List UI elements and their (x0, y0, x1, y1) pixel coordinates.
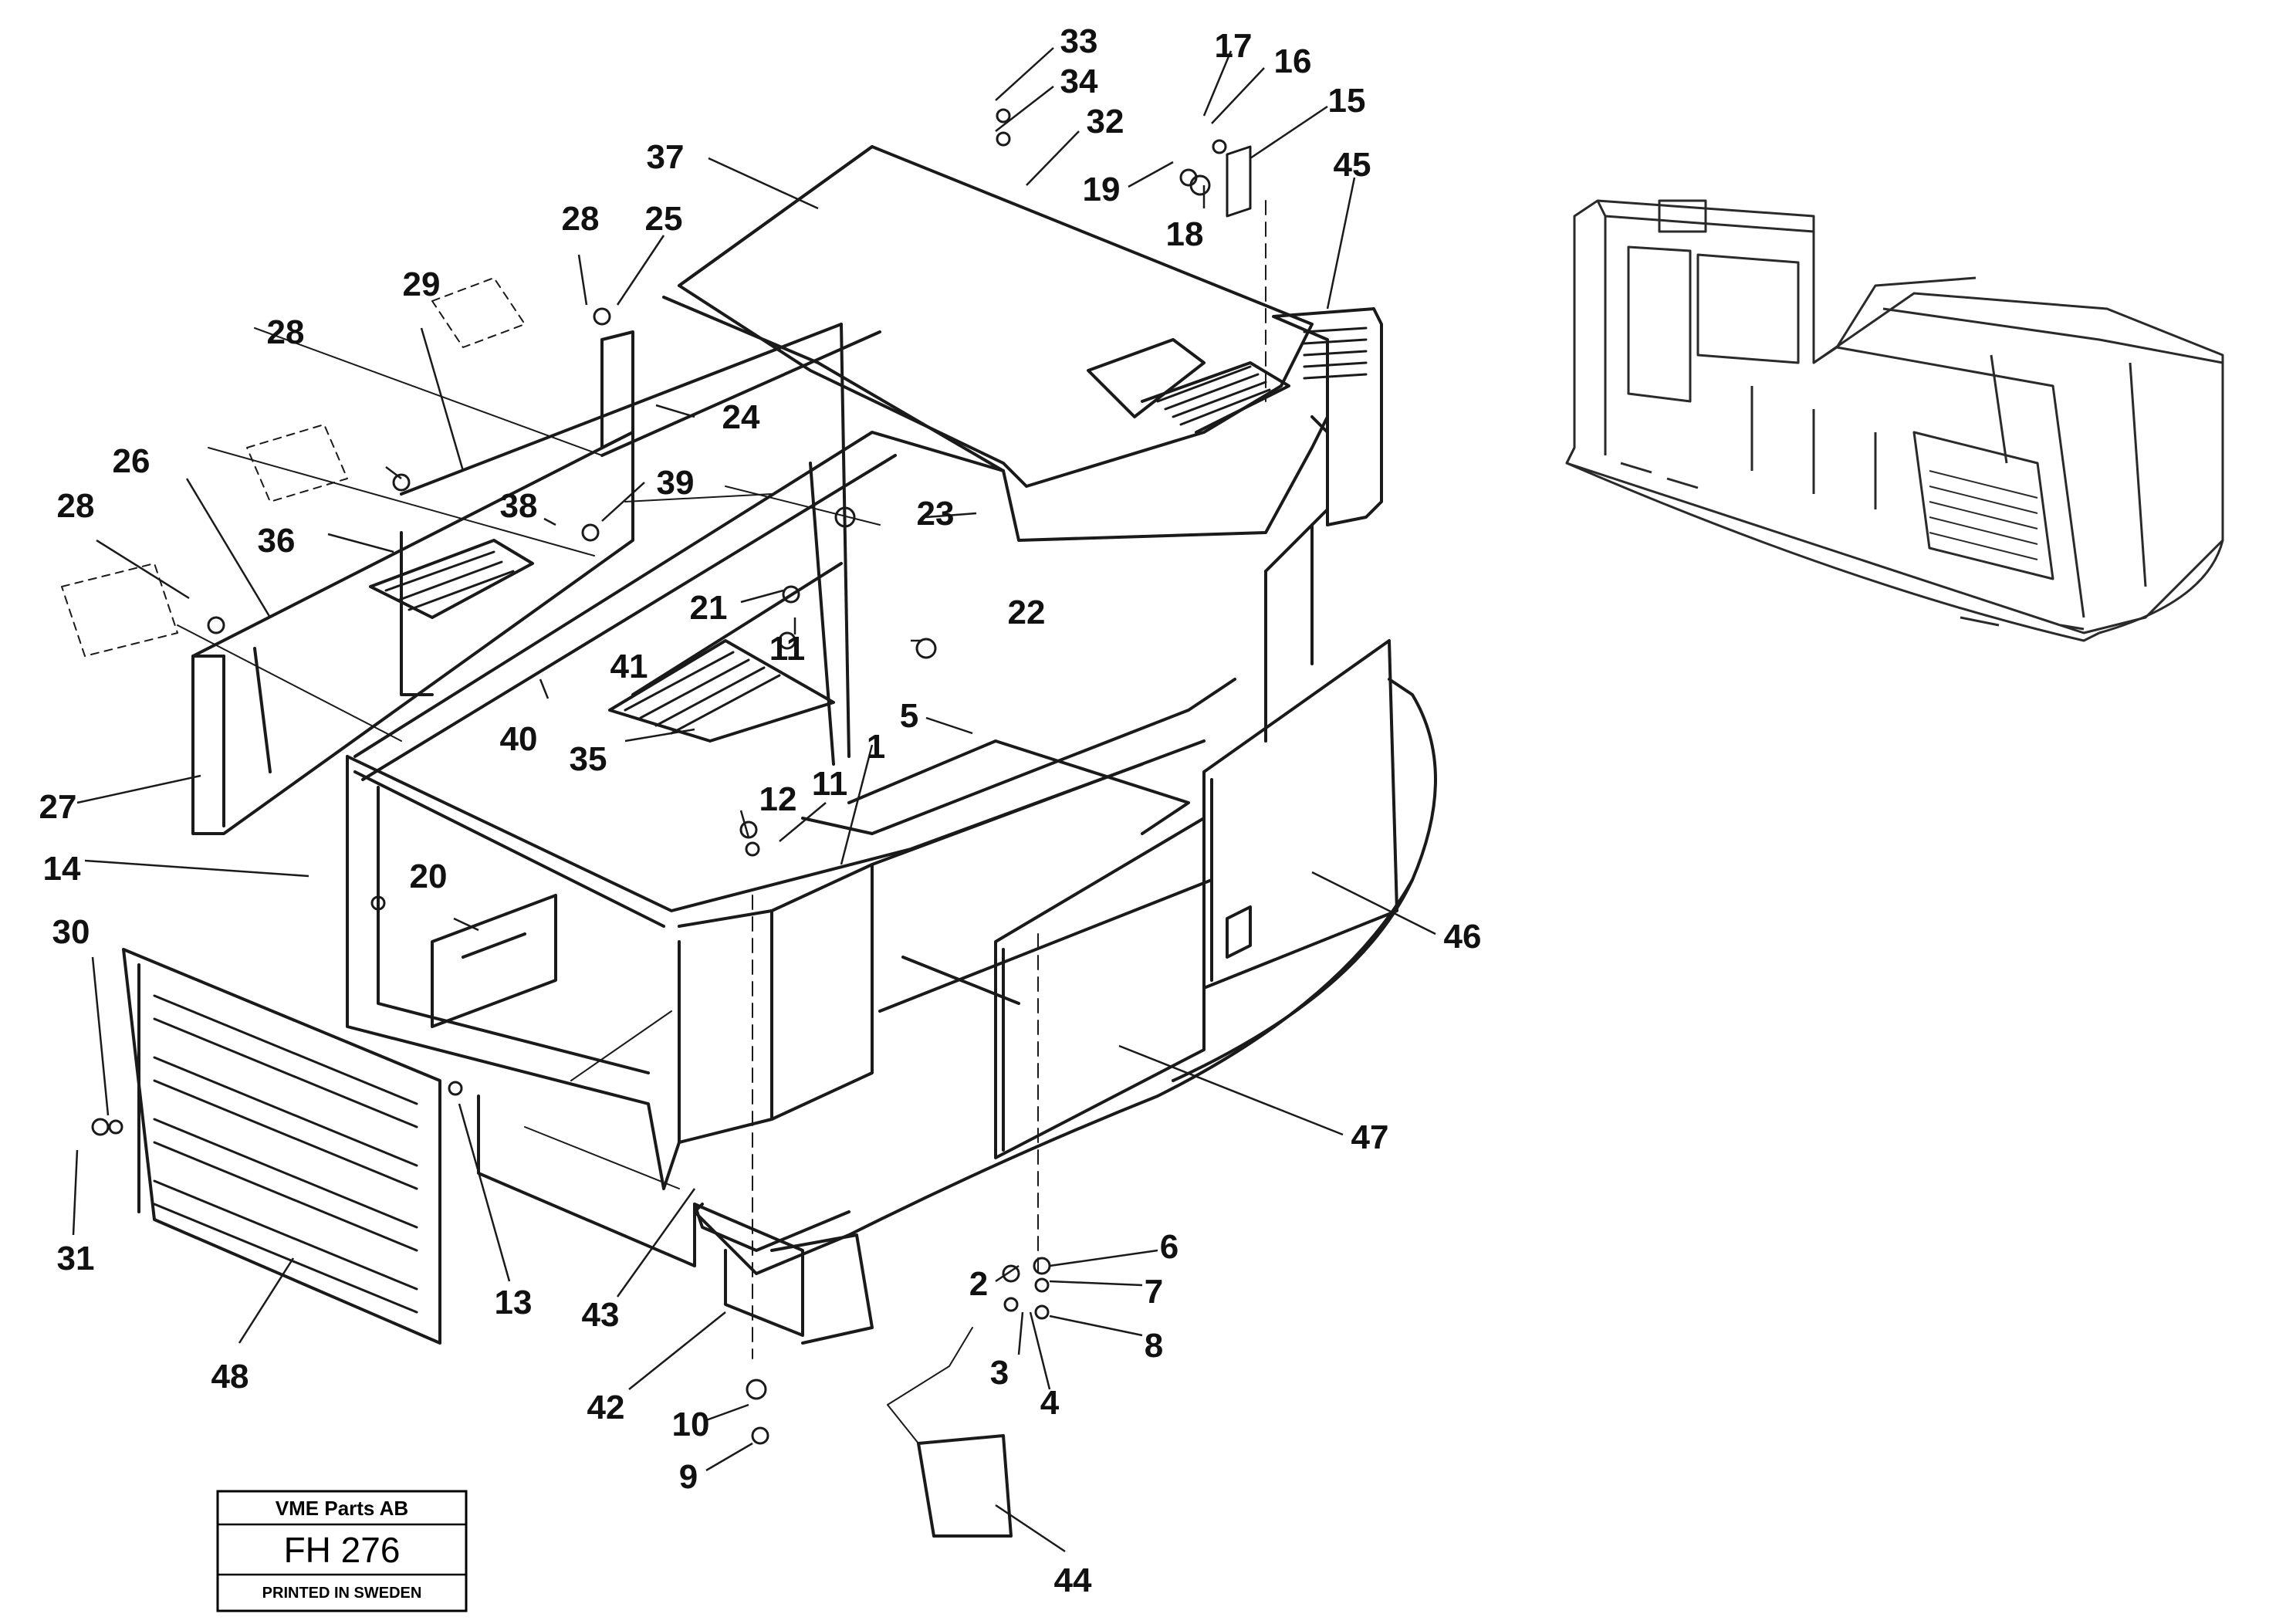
callout-13: 13 (495, 1284, 533, 1321)
callout-16: 16 (1274, 42, 1312, 80)
callout-22: 22 (1008, 594, 1046, 631)
callout-27: 27 (39, 788, 77, 826)
side-door-panel (994, 817, 1206, 1159)
callout-8: 8 (1145, 1327, 1163, 1365)
callout-11-top: 11 (769, 630, 806, 668)
callout-4: 4 (1040, 1384, 1060, 1422)
hood-cover (678, 145, 1314, 488)
title-block-code: FH 276 (284, 1530, 401, 1570)
callout-45: 45 (1334, 146, 1371, 184)
title-block: VME Parts AB FH 276 PRINTED IN SWEDEN (216, 1490, 468, 1612)
callout-43: 43 (582, 1296, 620, 1334)
callout-44: 44 (1054, 1561, 1092, 1599)
left-side-panel (191, 431, 634, 835)
callout-21: 21 (690, 589, 728, 627)
callout-14: 14 (43, 850, 81, 888)
callout-42: 42 (587, 1389, 625, 1426)
callout-31: 31 (57, 1240, 95, 1277)
machine-overview-thumbnail (1565, 199, 2224, 642)
callout-35: 35 (570, 740, 607, 778)
callout-20: 20 (410, 858, 448, 895)
callout-18: 18 (1166, 215, 1204, 253)
callout-11-middle: 11 (812, 765, 848, 803)
callout-39: 39 (657, 464, 695, 502)
callout-38: 38 (500, 487, 538, 525)
callout-25: 25 (645, 200, 683, 238)
callout-6: 6 (1160, 1228, 1179, 1266)
callout-labels: 33 34 32 17 16 15 19 18 45 37 28 25 29 2… (39, 22, 1482, 1599)
callout-17: 17 (1215, 27, 1253, 65)
rear-door-panel (1202, 639, 1398, 990)
callout-1: 1 (867, 728, 885, 766)
callout-47: 47 (1351, 1118, 1389, 1156)
callout-26: 26 (113, 442, 150, 480)
title-block-footer: PRINTED IN SWEDEN (262, 1585, 422, 1602)
callout-32: 32 (1087, 103, 1124, 140)
callout-23: 23 (917, 495, 955, 533)
hood-assembly-drawing (61, 108, 1437, 1538)
callout-29: 29 (403, 266, 441, 303)
callout-10: 10 (672, 1406, 710, 1443)
callout-34: 34 (1060, 63, 1098, 100)
callout-37: 37 (647, 138, 685, 176)
callout-28-middle: 28 (267, 313, 305, 351)
callout-2: 2 (969, 1265, 988, 1303)
callout-19: 19 (1083, 171, 1121, 208)
callout-40: 40 (500, 720, 538, 758)
callout-12: 12 (759, 780, 797, 818)
leader-lines (72, 47, 1436, 1553)
callout-41: 41 (610, 648, 648, 685)
callout-24: 24 (722, 398, 760, 436)
callout-9: 9 (679, 1458, 698, 1496)
callout-28-left: 28 (57, 487, 95, 525)
callout-28-top: 28 (562, 200, 600, 238)
radiator-panel (1272, 307, 1383, 526)
title-block-company: VME Parts AB (276, 1497, 408, 1520)
callout-46: 46 (1444, 918, 1482, 956)
callout-5: 5 (900, 697, 918, 735)
callout-3: 3 (990, 1354, 1009, 1392)
front-grille (122, 948, 441, 1345)
callout-36: 36 (258, 522, 296, 560)
callout-30: 30 (52, 913, 90, 951)
callout-48: 48 (211, 1358, 249, 1396)
callout-7: 7 (1145, 1273, 1163, 1311)
reflector (917, 1434, 1013, 1538)
callout-33: 33 (1060, 22, 1098, 60)
callout-15: 15 (1328, 82, 1366, 120)
counterweight (693, 678, 1437, 1275)
